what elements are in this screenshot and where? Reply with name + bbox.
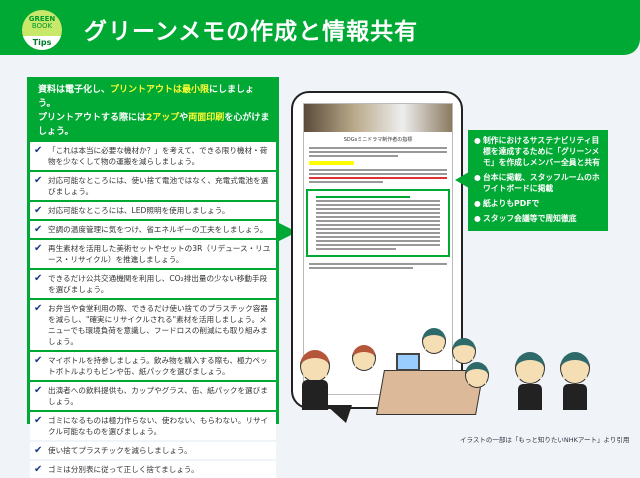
checklist-item: ✔ できるだけ公共交通機関を利用し、CO₂排出量の少ない移動手段を選びましょう。 (30, 270, 276, 298)
illustration-credit: イラストの一部は「もっと知りたいNHKアート」より引用 (460, 436, 630, 444)
checkmark-icon: ✔ (34, 385, 43, 396)
bullet-text: 台本に掲載、スタッフルームのホワイトボードに掲載 (483, 173, 600, 193)
bullet-icon: ● (474, 173, 481, 182)
document-banner-image (304, 104, 452, 132)
checklist-item: ✔ お弁当や食堂利用の際、できるだけ使い捨てのプラスチック容器を減らし、"確実にリ… (30, 300, 276, 350)
checklist-item: ✔ 出演者への飲料提供も、カップやグラス、缶、紙パックを選びましょう。 (30, 382, 276, 410)
checklist-item-text: 再生素材を活用した美術セットやセットの3R（リデュース・リユース・リサイクル）を… (48, 244, 271, 264)
checkmark-icon: ✔ (34, 445, 43, 456)
checkmark-icon: ✔ (34, 145, 43, 156)
speech-bubble-tail (326, 405, 352, 423)
checklist-item: ✔ マイボトルを持参しましょう。飲み物を購入する際も、極力ペットボトルよりもビンや… (30, 352, 276, 380)
checkmark-icon: ✔ (34, 464, 43, 475)
sharing-methods-panel: ●制作におけるサステナビリティ目標を達成するために「グリーンメモ」を作成しメンバ… (468, 130, 608, 231)
logo-line2: BOOK (31, 22, 53, 30)
sharing-bullet: ●紙よりもPDFで (474, 198, 602, 209)
checklist-item: ✔ 空調の温度管理に気をつけ、省エネルギーの工夫をしましょう。 (30, 221, 276, 238)
checkmark-icon: ✔ (34, 273, 43, 284)
checklist-item: ✔ 「これは本当に必要な機材か？」を考えて、できる限り機材・荷物を少なくして物の運… (30, 142, 276, 170)
checkmark-icon: ✔ (34, 303, 43, 314)
logo-tips: Tips (22, 36, 62, 50)
checklist-item: ✔ 再生素材を活用した美術セットやセットの3R（リデュース・リユース・リサイクル）… (30, 240, 276, 268)
header-bar: GREEN BOOK Tips グリーンメモの作成と情報共有 (0, 0, 640, 55)
checklist-item-text: 「これは本当に必要な機材か？」を考えて、できる限り機材・荷物を少なくして物の運搬… (48, 146, 268, 166)
logo-line1: GREEN (28, 15, 56, 23)
checkmark-icon: ✔ (34, 224, 43, 235)
checklist-item-text: 対応可能なところには、LED照明を使用しましょう。 (48, 206, 230, 215)
checkmark-icon: ✔ (34, 355, 43, 366)
phone-bubble: SDGsミニドラマ制作者の指標 (291, 91, 463, 409)
checklist-item: ✔ ゴミは分別表に従って正しく捨てましょう。 (30, 461, 276, 478)
checklist-item: ✔ 対応可能なところには、LED照明を使用しましょう。 (30, 202, 276, 219)
bullet-text: 紙よりもPDFで (483, 199, 540, 208)
checklist-item-text: お弁当や食堂利用の際、できるだけ使い捨てのプラスチック容器を減らし、"確実にリサ… (48, 304, 268, 346)
checklist-item-text: マイボトルを持参しましょう。飲み物を購入する際も、極力ペットボトルよりもビンや缶… (48, 356, 268, 376)
checklist-item: ✔ 対応可能なところには、使い捨て電池ではなく、充電式電池を選びましょう。 (30, 172, 276, 200)
checkmark-icon: ✔ (34, 205, 43, 216)
bullet-icon: ● (474, 214, 481, 223)
checklist-item: ✔ ゴミになるものは極力作らない、使わない、もらわない。リサイクル可能なものを選び… (30, 412, 276, 440)
checklist-item: ✔ 使い捨てプラスチックを減らしましょう。 (30, 442, 276, 459)
checkmark-icon: ✔ (34, 415, 43, 426)
checklist-item-text: ゴミは分別表に従って正しく捨てましょう。 (48, 465, 199, 474)
checklist-item-text: 空調の温度管理に気をつけ、省エネルギーの工夫をしましょう。 (48, 225, 268, 234)
checklist-item-text: 使い捨てプラスチックを減らしましょう。 (48, 446, 192, 455)
checklist-panel: 資料は電子化し、プリントアウトは最小限にしましょう。 プリントアウトする際には2… (27, 77, 279, 478)
document-title: SDGsミニドラマ制作者の指標 (343, 137, 413, 143)
arrow-left-icon (455, 172, 469, 188)
bullet-icon: ● (474, 136, 481, 145)
green-book-tips-logo: GREEN BOOK Tips (22, 10, 62, 50)
sharing-bullet: ●制作におけるサステナビリティ目標を達成するために「グリーンメモ」を作成しメンバ… (474, 135, 602, 168)
highlight-mark (309, 161, 354, 165)
bullet-text: 制作におけるサステナビリティ目標を達成するために「グリーンメモ」を作成しメンバー… (483, 136, 600, 167)
checklist-item-text: 出演者への飲料提供も、カップやグラス、缶、紙パックを選びましょう。 (48, 386, 268, 406)
checkmark-icon: ✔ (34, 175, 43, 186)
bullet-text: スタッフ会議等で周知徹底 (483, 214, 577, 223)
document-preview: SDGsミニドラマ制作者の指標 (303, 103, 453, 395)
checklist-item-text: できるだけ公共交通機関を利用し、CO₂排出量の少ない移動手段を選びましょう。 (48, 274, 268, 294)
checkmark-icon: ✔ (34, 243, 43, 254)
checklist-item-text: 対応可能なところには、使い捨て電池ではなく、充電式電池を選びましょう。 (48, 176, 269, 196)
sharing-bullet: ●台本に掲載、スタッフルームのホワイトボードに掲載 (474, 172, 602, 194)
sharing-bullet: ●スタッフ会議等で周知徹底 (474, 213, 602, 224)
green-memo-highlight-box (306, 189, 450, 257)
page-title: グリーンメモの作成と情報共有 (84, 19, 419, 45)
bullet-icon: ● (474, 199, 481, 208)
checklist-item-text: ゴミになるものは極力作らない、使わない、もらわない。リサイクル可能なものを選びま… (48, 416, 269, 436)
checklist-intro: 資料は電子化し、プリントアウトは最小限にしましょう。 プリントアウトする際には2… (38, 85, 270, 137)
